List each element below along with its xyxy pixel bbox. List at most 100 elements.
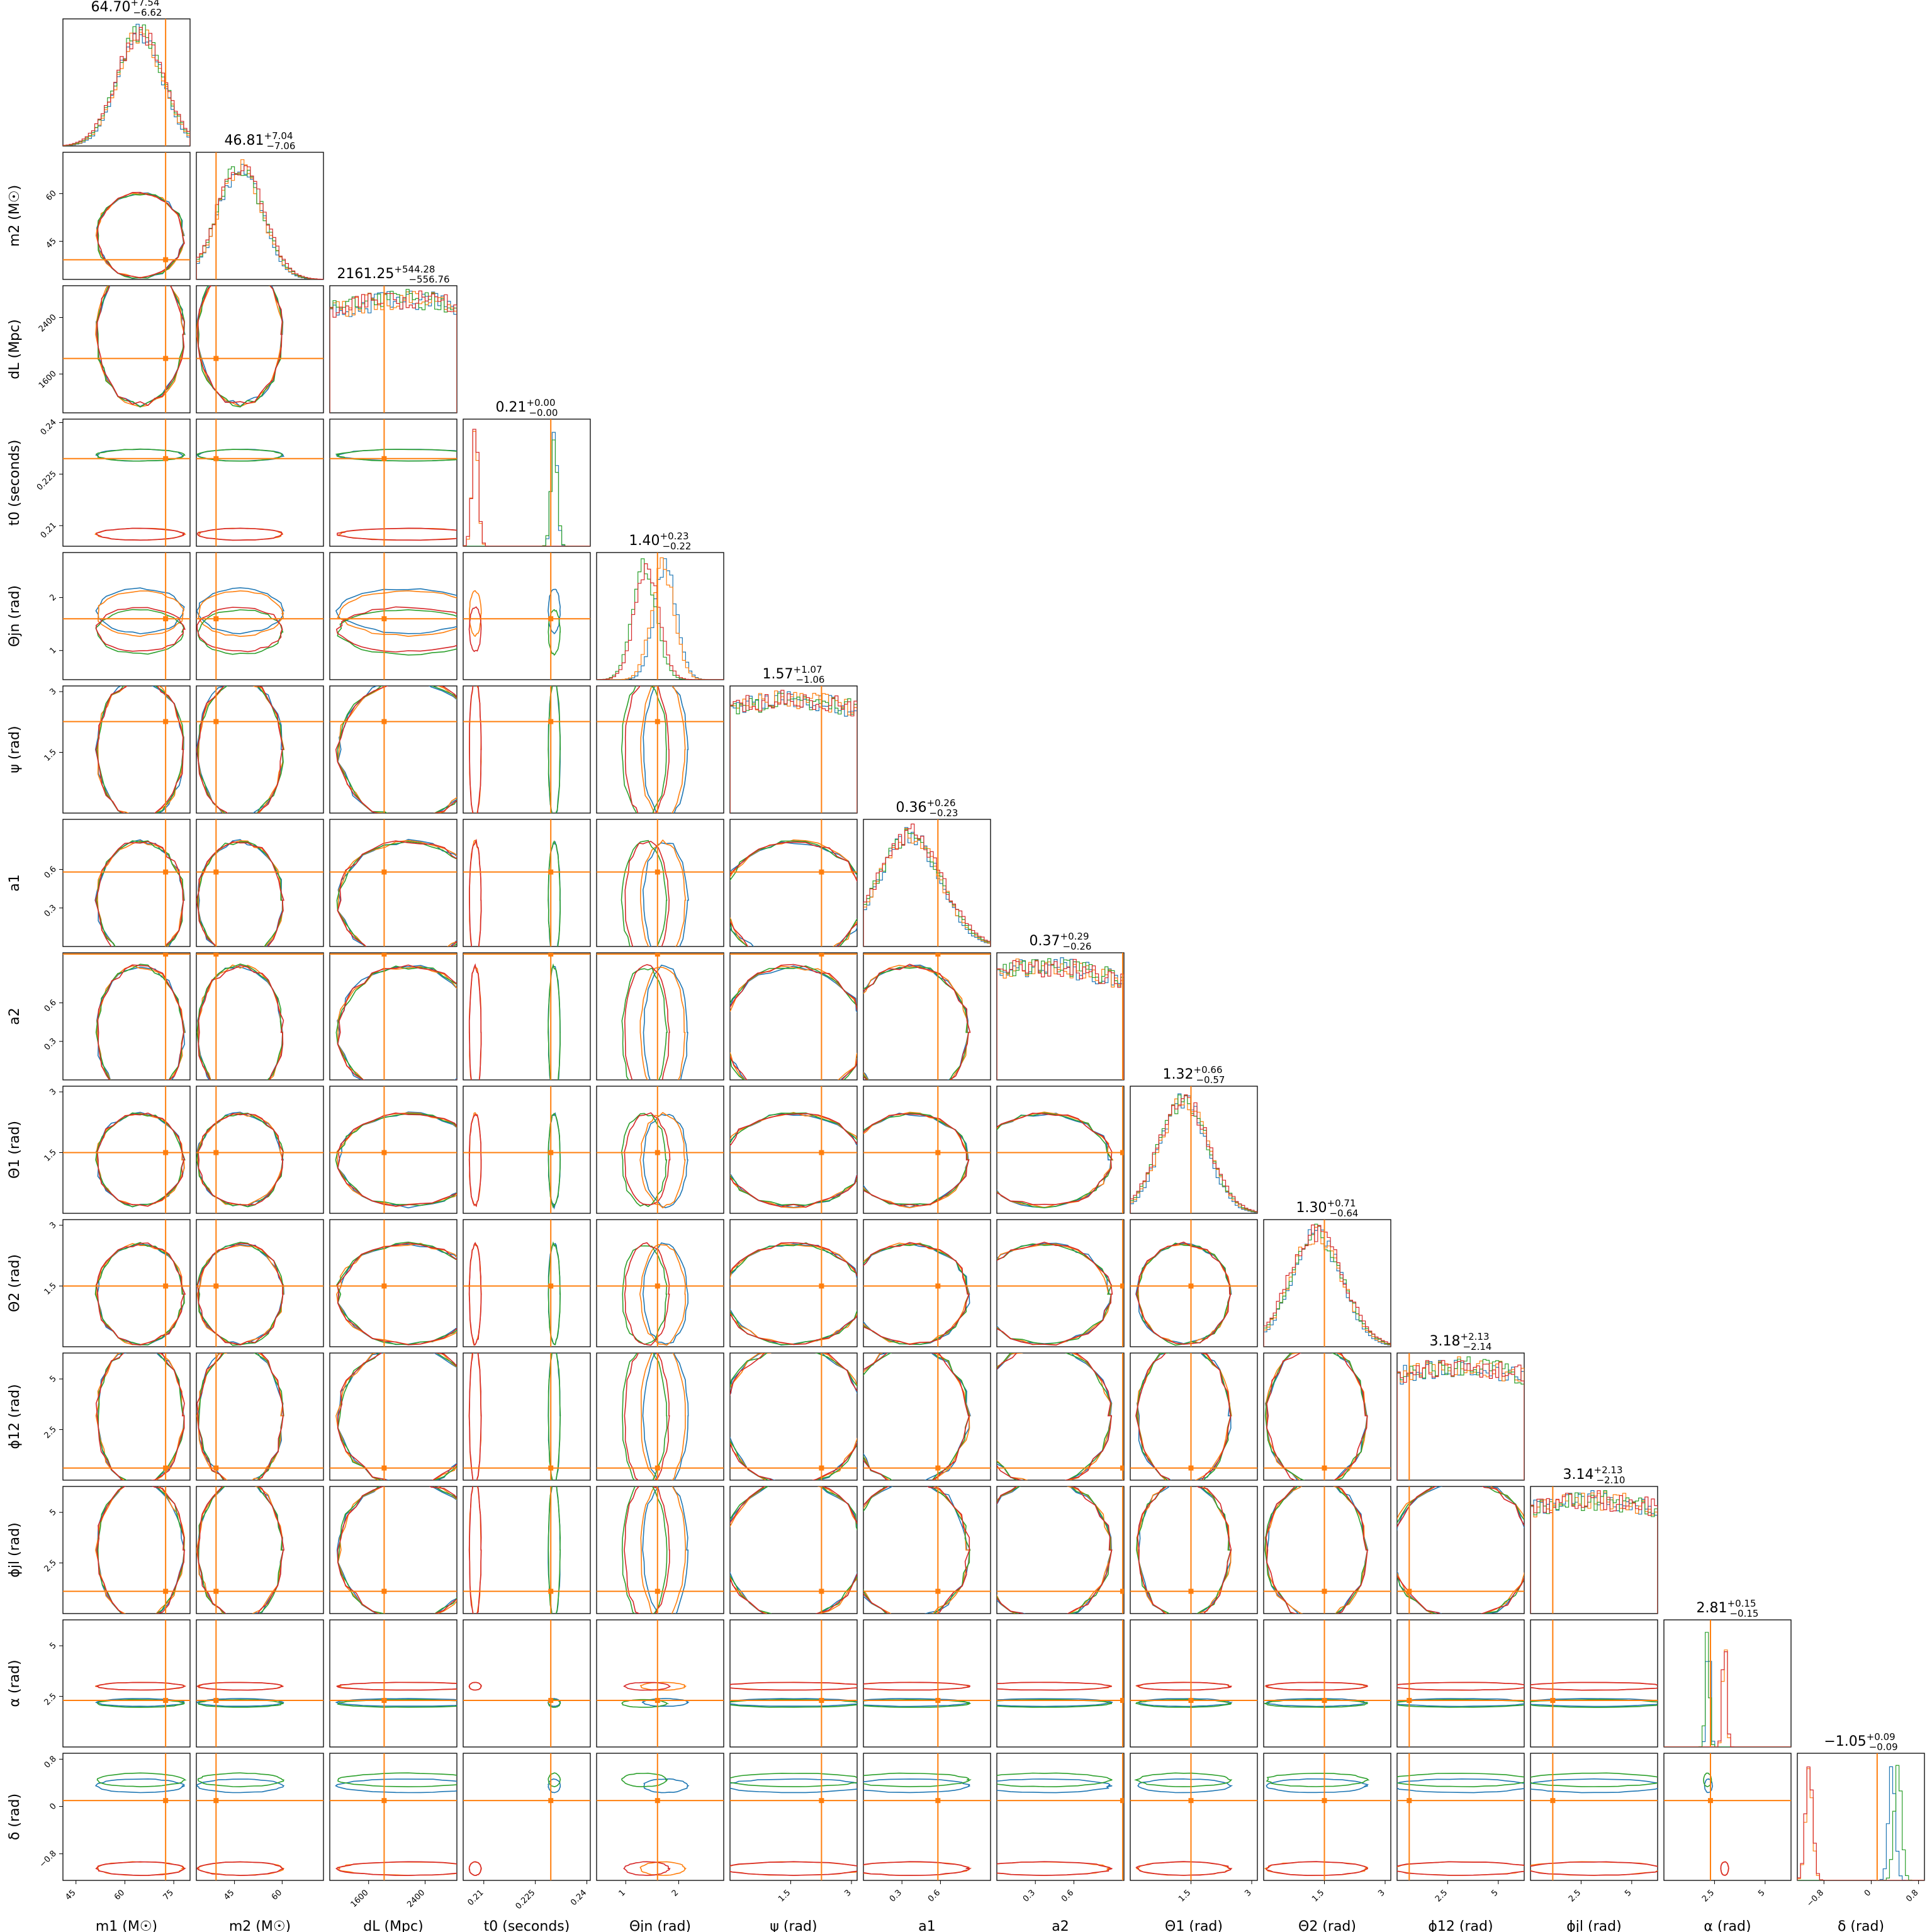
panel-frame xyxy=(1130,1486,1258,1614)
y-axis-label: Θ2 (rad) xyxy=(7,1254,23,1312)
truth-marker xyxy=(1188,1283,1194,1289)
contour-series-3 xyxy=(1135,1353,1232,1480)
y-tick-label: 0.8 xyxy=(43,1755,59,1770)
contour-series-2 xyxy=(1266,1773,1370,1787)
contour-series-2 xyxy=(98,1353,185,1480)
contour-series-2 xyxy=(1397,1772,1524,1788)
contour-series-0 xyxy=(730,1778,857,1794)
panel-12-1 xyxy=(196,1619,324,1748)
contour-series-0 xyxy=(997,1242,1112,1344)
contour-series-3 xyxy=(335,686,457,813)
contour-series-2 xyxy=(997,1243,1113,1345)
contour-series-0 xyxy=(1397,1778,1524,1794)
panel-frame xyxy=(996,1219,1125,1347)
panel-9-8 xyxy=(1130,1219,1258,1347)
contour-series-0 xyxy=(997,1113,1112,1208)
panel-12-7 xyxy=(996,1619,1125,1748)
panel-6-6: 0.36+0.26−0.23 xyxy=(863,797,991,947)
truth-marker xyxy=(381,869,387,875)
histogram-series-2 xyxy=(1797,1765,1924,1880)
contour-series-3 xyxy=(96,1242,186,1346)
truth-marker xyxy=(1407,1798,1412,1804)
contour-series-3 xyxy=(196,1861,284,1877)
marginal-title: 3.18+2.13−2.14 xyxy=(1430,1331,1492,1352)
truth-marker xyxy=(163,1465,169,1471)
panel-7-2 xyxy=(329,952,458,1081)
contour-series-2 xyxy=(1264,1353,1368,1480)
panel-11-5 xyxy=(729,1486,858,1614)
y-axis-label: ϕ12 (rad) xyxy=(7,1384,23,1449)
contour-series-0 xyxy=(94,839,185,946)
x-tick-label: 2400 xyxy=(405,1888,427,1909)
contour-series-3 xyxy=(730,1113,857,1208)
truth-marker xyxy=(213,1588,219,1594)
contour-series-0 xyxy=(730,1353,857,1480)
truth-marker xyxy=(935,1798,941,1804)
marginal-title: 64.70+7.54−6.62 xyxy=(91,0,162,18)
truth-marker xyxy=(1407,1588,1412,1594)
x-tick-label: 75 xyxy=(162,1888,176,1902)
x-tick-label: 45 xyxy=(64,1888,77,1902)
contour-series-2 xyxy=(95,448,186,462)
contour-series-3 xyxy=(997,1353,1112,1480)
panel-10-8 xyxy=(1130,1352,1258,1481)
y-tick-label: 0.225 xyxy=(35,469,59,493)
y-tick-label: 2.5 xyxy=(43,1558,59,1574)
truth-marker xyxy=(819,1588,824,1594)
truth-marker xyxy=(548,719,554,724)
truth-marker xyxy=(381,616,387,622)
truth-marker xyxy=(163,719,169,724)
y-tick-label: 0.6 xyxy=(43,865,59,880)
histogram-series-3 xyxy=(330,290,457,413)
truth-marker xyxy=(163,356,169,361)
histogram-series-3 xyxy=(463,429,590,546)
contour-series-3 xyxy=(196,1682,284,1691)
contour-series-2 xyxy=(621,1486,668,1614)
panel-frame xyxy=(196,1219,324,1347)
panel-frame xyxy=(596,685,724,814)
panel-frame xyxy=(62,1753,191,1881)
panel-frame xyxy=(62,1086,191,1214)
truth-marker xyxy=(213,1798,219,1804)
panel-frame xyxy=(329,1753,458,1881)
contour-series-2 xyxy=(997,1486,1113,1614)
truth-marker xyxy=(1120,1698,1124,1704)
y-axis-label: t0 (seconds) xyxy=(7,440,23,526)
panel-frame xyxy=(1797,1753,1925,1881)
panel-frame xyxy=(1263,1352,1391,1481)
panel-10-5 xyxy=(729,1352,858,1481)
contour-series-3 xyxy=(337,1353,457,1480)
panel-7-0: 0.30.6a2 xyxy=(7,952,191,1081)
panel-9-5 xyxy=(729,1219,858,1347)
truth-marker xyxy=(381,1588,387,1594)
panel-4-3 xyxy=(463,552,591,680)
histogram-series-0 xyxy=(1264,1226,1391,1347)
contour-series-1 xyxy=(98,590,185,637)
panel-frame xyxy=(62,819,191,947)
x-tick-label: 60 xyxy=(270,1888,284,1902)
truth-marker xyxy=(213,356,219,361)
truth-marker xyxy=(1188,1588,1194,1594)
x-tick-label: 1.5 xyxy=(777,1888,792,1904)
truth-marker xyxy=(1120,1465,1124,1471)
truth-marker xyxy=(213,616,219,622)
contour-series-2 xyxy=(548,609,561,656)
contour-series-3 xyxy=(95,607,186,652)
panel-frame xyxy=(596,1753,724,1881)
panel-8-2 xyxy=(329,1086,458,1214)
x-axis-label: a1 xyxy=(918,1919,935,1932)
panel-frame xyxy=(1263,1486,1391,1614)
contour-series-1 xyxy=(639,1111,686,1209)
truth-marker xyxy=(548,1798,554,1804)
contour-series-1 xyxy=(639,967,686,1080)
marginal-title: 3.14+2.13−2.10 xyxy=(1563,1464,1626,1486)
contour-series-2 xyxy=(730,840,857,946)
contour-series-2 xyxy=(548,1353,561,1480)
contour-series-2 xyxy=(621,967,668,1080)
truth-marker xyxy=(1322,1698,1327,1704)
contour-series-2 xyxy=(1134,1772,1233,1787)
x-tick-label: 3 xyxy=(1376,1888,1386,1898)
panel-frame xyxy=(62,152,191,280)
